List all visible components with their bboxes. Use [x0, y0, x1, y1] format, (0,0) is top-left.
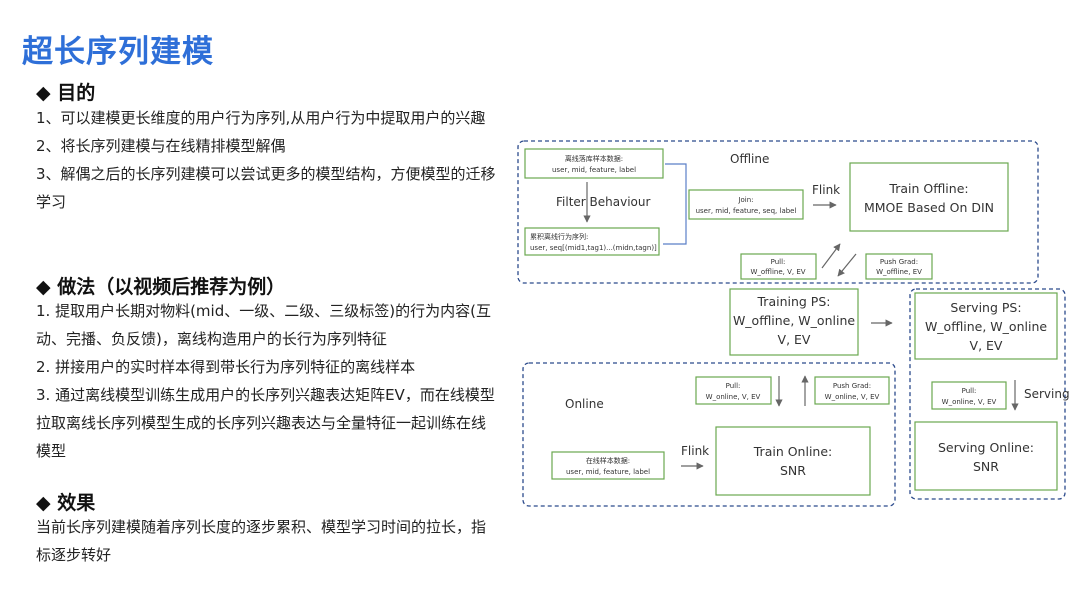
- push-offline-box: Push Grad: W_offline, EV: [865, 253, 933, 280]
- serving-ps-box: Serving PS: W_offline, W_online V, EV: [914, 292, 1058, 360]
- pull-serving-box: Pull: W_online, V, EV: [931, 381, 1007, 410]
- seq-box: 累积离线行为序列: user, seq[(mid1,tag1)...(midn,…: [524, 227, 660, 256]
- pull-online-line1: Pull:: [726, 382, 741, 390]
- effect-heading: ◆ 效果: [36, 492, 96, 514]
- offline-sample-box: 离线落库样本数据: user, mid, feature, label: [524, 148, 664, 179]
- pull-online-line2: W_online, V, EV: [706, 393, 761, 401]
- training-ps-line1: Training PS:: [757, 294, 831, 309]
- serving-ps-line3: V, EV: [970, 338, 1003, 353]
- merge-bracket: [663, 163, 687, 245]
- goal-item-1: 1、可以建模更长维度的用户行为序列,从用户行为中提取用户的兴趣: [36, 109, 486, 127]
- serving-online-line1: Serving Online:: [938, 440, 1034, 455]
- offline-region: [517, 140, 1039, 284]
- join-box-line2: user, mid, feature, seq, label: [696, 207, 797, 215]
- join-box-line1: Join:: [737, 196, 753, 204]
- offline-sample-line1: 离线落库样本数据:: [565, 154, 623, 163]
- pull-serving-line1: Pull:: [962, 387, 977, 395]
- method-item-3: 3. 通过离线模型训练生成用户的长序列兴趣表达矩阵EV，而在线模型拉取离线长序列…: [36, 386, 495, 460]
- seq-box-line2: user, seq[(mid1,tag1)...(midn,tagn)]: [530, 244, 657, 252]
- effect-list: 当前长序列建模随着序列长度的逐步累积、模型学习时间的拉长，指标逐步转好: [36, 513, 496, 569]
- method-list: 1. 提取用户长期对物料(mid、一级、二级、三级标签)的行为内容(互动、完播、…: [36, 297, 496, 465]
- effect-item-1: 当前长序列建模随着序列长度的逐步累积、模型学习时间的拉长，指标逐步转好: [36, 518, 487, 564]
- training-ps-box: Training PS: W_offline, W_online V, EV: [729, 288, 859, 356]
- pull-offline-box: Pull: W_offline, V, EV: [740, 253, 817, 280]
- offline-label: Offline: [730, 152, 769, 166]
- pull-offline-line2: W_offline, V, EV: [750, 268, 805, 276]
- goal-heading: ◆ 目的: [36, 82, 96, 104]
- push-online-line1: Push Grad:: [833, 382, 871, 390]
- train-offline-line1: Train Offline:: [888, 181, 968, 196]
- pull-serving-line2: W_online, V, EV: [942, 398, 997, 406]
- online-region: [522, 362, 896, 507]
- offline-sample-line2: user, mid, feature, label: [552, 166, 636, 174]
- serving-online-line2: SNR: [973, 459, 999, 474]
- join-box: Join: user, mid, feature, seq, label: [688, 189, 804, 220]
- flink-offline-label: Flink: [812, 183, 840, 197]
- serving-online-box: Serving Online: SNR: [914, 421, 1058, 491]
- goal-item-3: 3、解偶之后的长序列建模可以尝试更多的模型结构，方便模型的迁移学习: [36, 165, 496, 211]
- push-offline-arrow: [837, 253, 857, 277]
- train-offline-box: Train Offline: MMOE Based On DIN: [849, 162, 1009, 232]
- train-online-box: Train Online: SNR: [715, 426, 871, 496]
- serving-ps-line2: W_offline, W_online: [925, 319, 1047, 334]
- serving-region: [909, 288, 1066, 500]
- online-sample-box: 在线样本数据: user, mid, feature, label: [551, 451, 665, 480]
- push-offline-line2: W_offline, EV: [876, 268, 922, 276]
- train-online-line2: SNR: [780, 463, 806, 478]
- pull-offline-arrow: [821, 243, 841, 269]
- seq-box-line1: 累积离线行为序列:: [530, 232, 588, 241]
- push-online-box: Push Grad: W_online, V, EV: [814, 376, 890, 405]
- method-heading: ◆ 做法（以视频后推荐为例）: [36, 276, 286, 298]
- filter-label: Filter Behaviour: [556, 195, 650, 209]
- training-ps-line2: W_offline, W_online: [733, 313, 855, 328]
- push-online-line2: W_online, V, EV: [825, 393, 880, 401]
- training-ps-line3: V, EV: [778, 332, 811, 347]
- goal-item-2: 2、将长序列建模与在线精排模型解偶: [36, 137, 286, 155]
- online-sample-line2: user, mid, feature, label: [566, 468, 650, 476]
- online-sample-line1: 在线样本数据:: [586, 456, 630, 465]
- serving-ps-line1: Serving PS:: [950, 300, 1021, 315]
- pull-online-box: Pull: W_online, V, EV: [695, 376, 772, 405]
- train-online-line1: Train Online:: [753, 444, 833, 459]
- method-item-2: 2. 拼接用户的实时样本得到带长行为序列特征的离线样本: [36, 358, 416, 376]
- goal-list: 1、可以建模更长维度的用户行为序列,从用户行为中提取用户的兴趣 2、将长序列建模…: [36, 104, 496, 216]
- train-offline-line2: MMOE Based On DIN: [864, 200, 994, 215]
- page-title: 超长序列建模: [22, 34, 214, 70]
- flink-online-label: Flink: [681, 444, 709, 458]
- serving-label: Serving: [1024, 387, 1070, 401]
- pull-offline-line1: Pull:: [771, 258, 786, 266]
- online-label: Online: [565, 397, 604, 411]
- method-item-1: 1. 提取用户长期对物料(mid、一级、二级、三级标签)的行为内容(互动、完播、…: [36, 302, 491, 348]
- push-offline-line1: Push Grad:: [880, 258, 918, 266]
